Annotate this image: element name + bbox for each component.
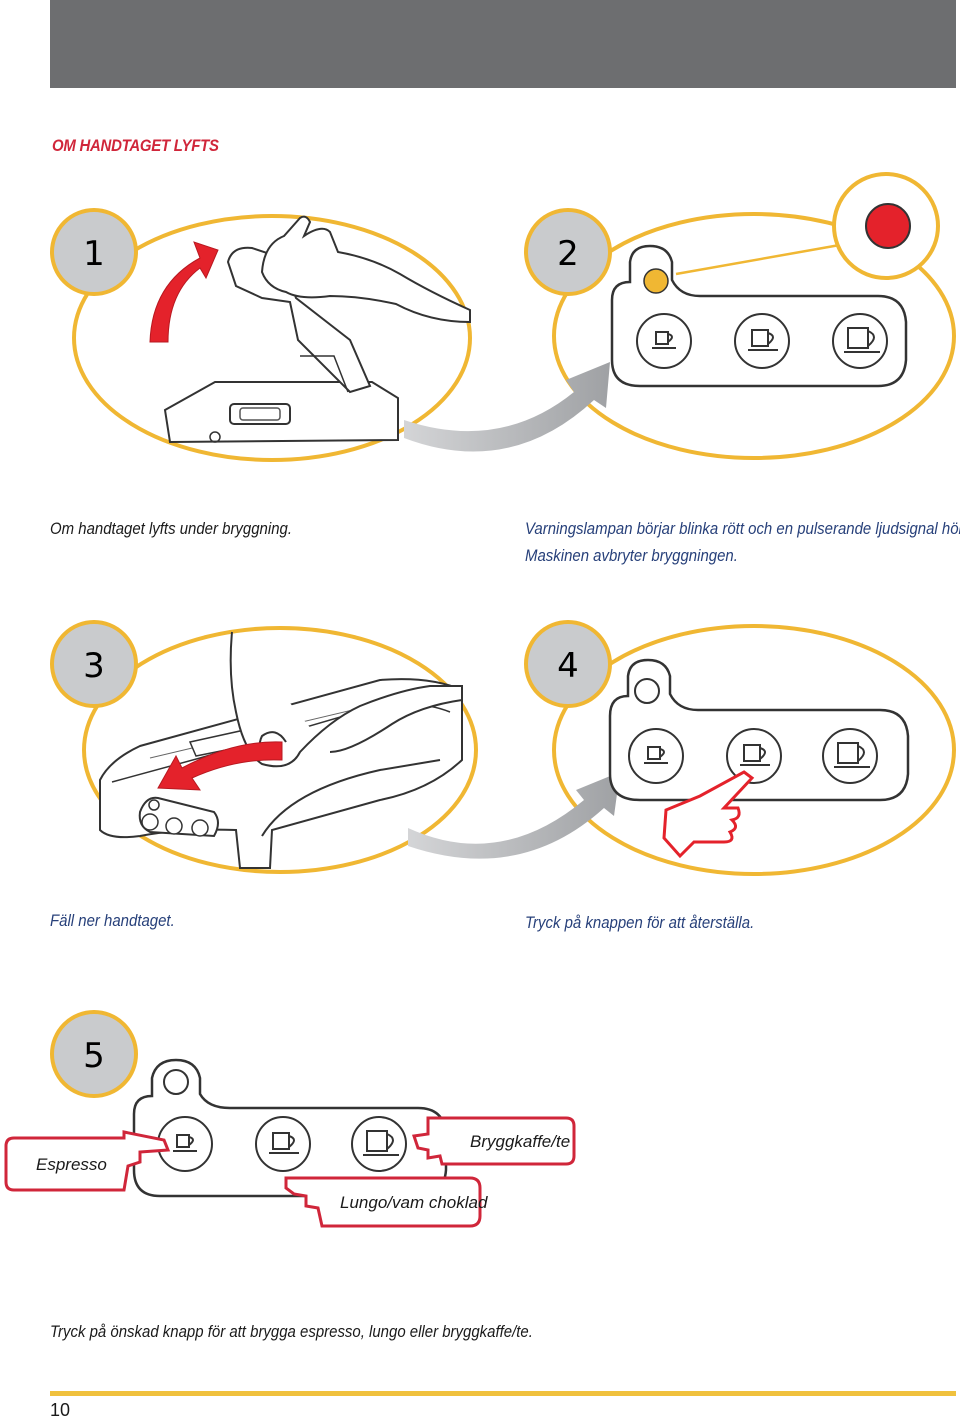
step-number-badge xyxy=(50,208,138,296)
step-number-badge xyxy=(50,620,138,708)
espresso-callout xyxy=(4,1130,171,1192)
machine-body xyxy=(163,381,399,444)
red-arrow-up xyxy=(149,241,219,343)
step-3-caption: Fäll ner handtaget. xyxy=(50,911,175,930)
step-1-illustration: 1 xyxy=(50,208,472,462)
grey-arrow xyxy=(408,772,620,859)
step-2-caption-line1: Varningslampan börjar blinka rött och en… xyxy=(525,519,960,538)
header-bar xyxy=(50,0,956,88)
step-number: 2 xyxy=(557,234,579,274)
footer-rule xyxy=(50,1391,956,1396)
pointing-hand xyxy=(662,770,755,859)
red-warning-light xyxy=(865,203,911,249)
step-number-badge xyxy=(524,620,612,708)
section-title: OM HANDTAGET LYFTS xyxy=(52,136,219,155)
step-number-badge xyxy=(524,208,612,296)
step-number: 4 xyxy=(557,646,579,686)
bryggkaffe-callout xyxy=(412,1116,576,1166)
step-number-badge xyxy=(50,1010,138,1098)
step-3-illustration: 3 xyxy=(50,620,478,874)
step-number: 1 xyxy=(83,234,105,274)
step-2-illustration: 2 xyxy=(404,172,956,460)
warning-lamp xyxy=(643,268,669,294)
lungo-callout xyxy=(284,1176,482,1228)
step-number: 5 xyxy=(83,1036,105,1076)
step-1-caption: Om handtaget lyfts under bryggning. xyxy=(50,519,292,538)
step-4-caption: Tryck på knappen för att återställa. xyxy=(525,913,755,932)
step-number: 3 xyxy=(83,646,105,686)
callout-lungo: Lungo/vam choklad xyxy=(340,1193,488,1212)
red-arrow-down xyxy=(157,741,283,791)
step-5-illustration: Espresso Bryggkaffe/te Lungo/vam choklad… xyxy=(4,1010,576,1228)
grey-arrow xyxy=(404,362,610,452)
hand xyxy=(260,215,471,324)
callout-espresso: Espresso xyxy=(36,1155,107,1174)
hand xyxy=(229,631,463,768)
step-4-illustration: 4 xyxy=(408,620,956,876)
footer-caption: Tryck på önskad knapp för att brygga esp… xyxy=(50,1322,533,1341)
callout-bryggkaffe: Bryggkaffe/te xyxy=(470,1132,570,1151)
step-2-caption-line2: Maskinen avbryter bryggningen. xyxy=(525,546,738,565)
page-number: 10 xyxy=(50,1400,71,1420)
